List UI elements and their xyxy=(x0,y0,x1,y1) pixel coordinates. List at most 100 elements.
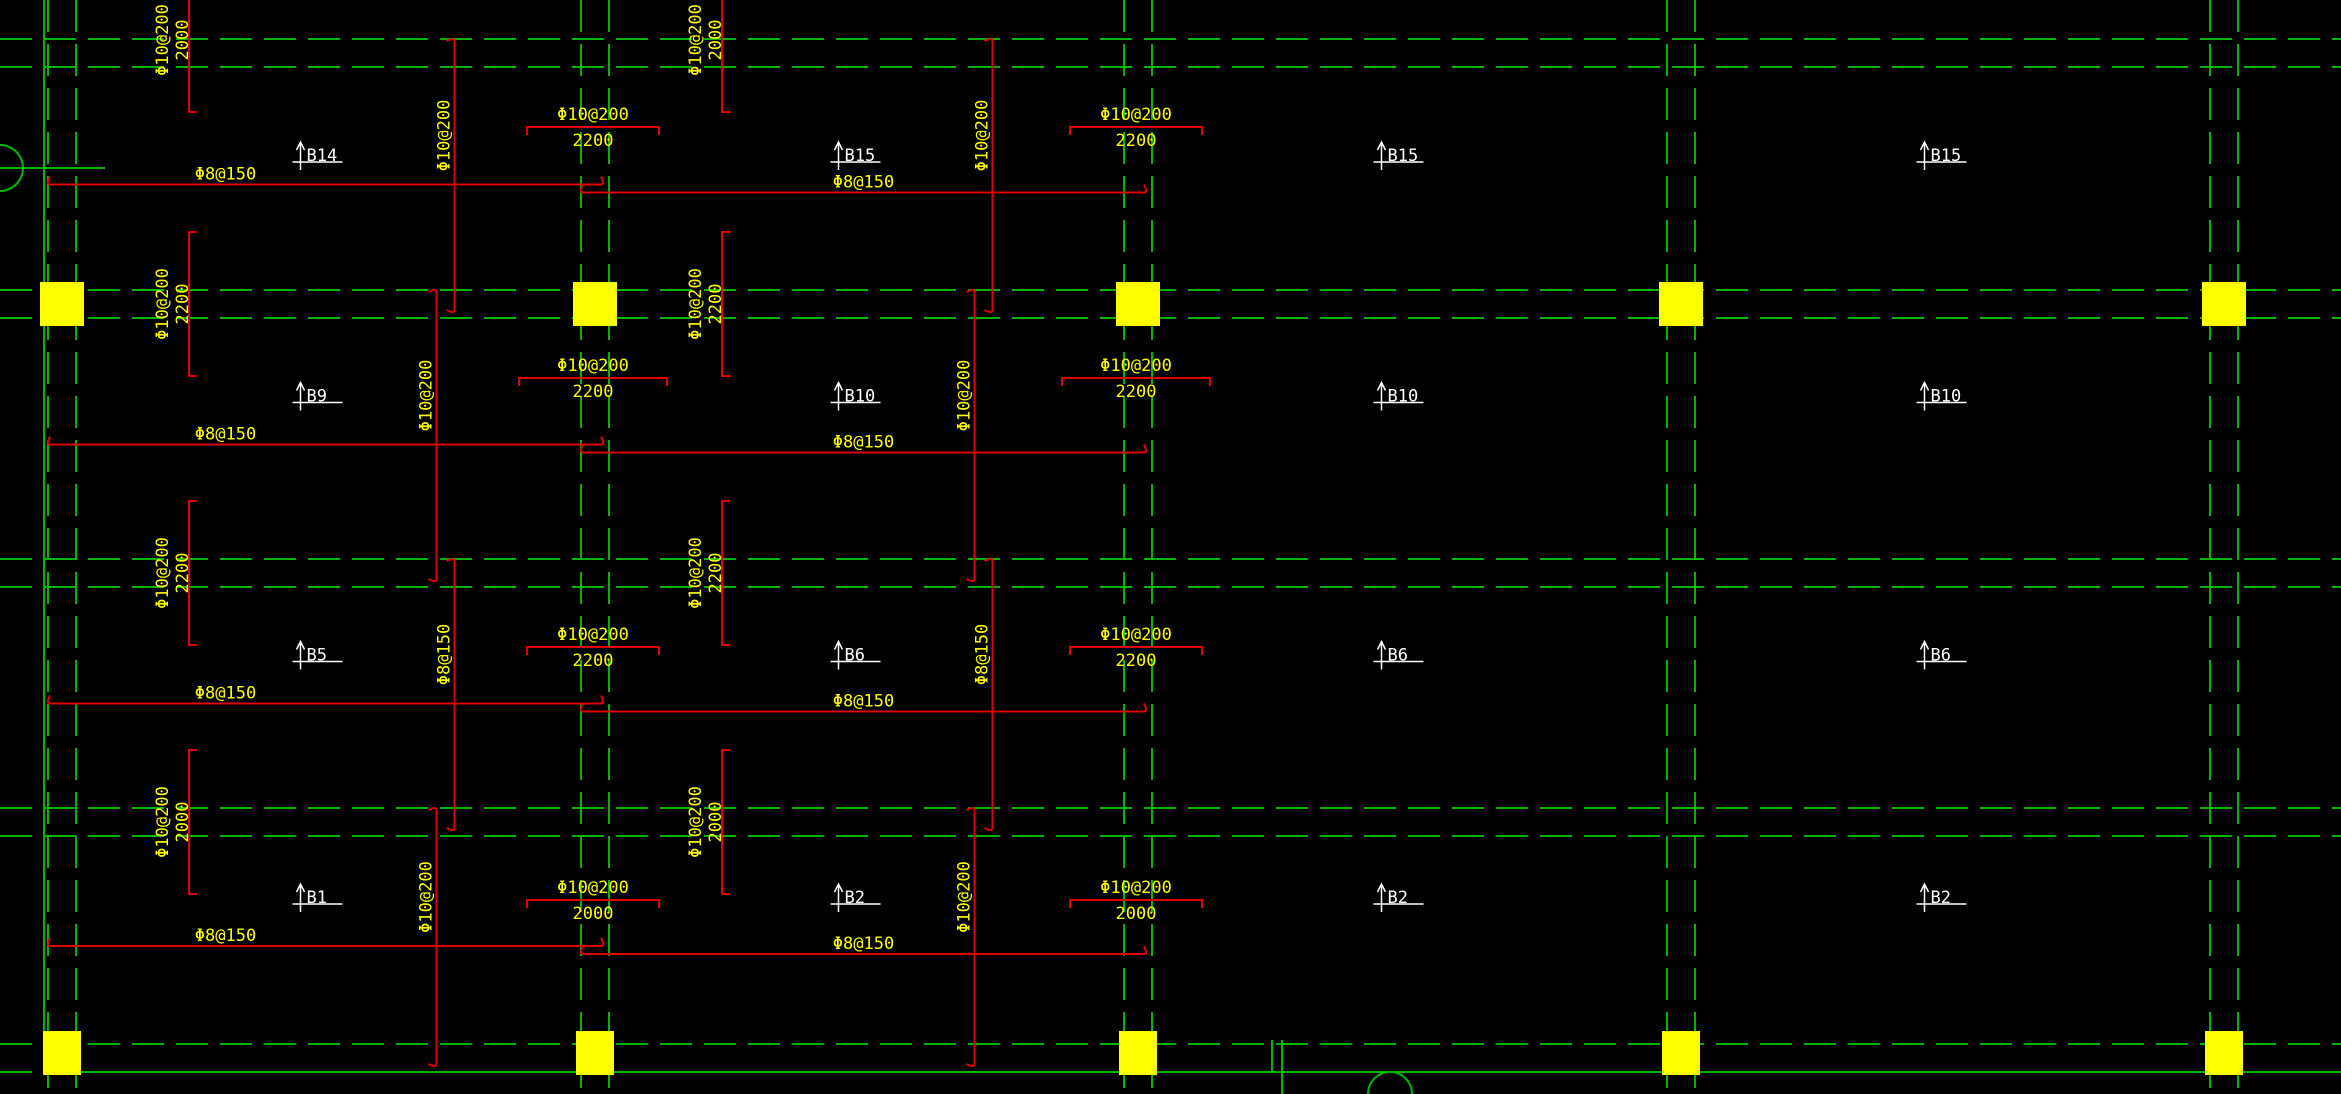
top-support-rebar-y xyxy=(188,0,197,113)
slab-tag-label: B2 xyxy=(1931,888,1951,908)
column-r0-c3 xyxy=(1659,282,1703,326)
slab-tag-label: B5 xyxy=(307,646,327,666)
bottom-rebar-y xyxy=(446,38,456,313)
top-support-spec: Φ10@200 xyxy=(557,878,629,898)
bottom-rebar-x-label: Φ8@150 xyxy=(195,165,256,185)
top-support-rebar-x xyxy=(526,646,660,655)
slab-tag-B15: B15 xyxy=(1373,140,1424,170)
top-support-rebar-y xyxy=(188,500,197,646)
slab-direction-marker-icon xyxy=(1373,380,1424,411)
top-support-length: 2200 xyxy=(706,553,726,594)
top-support-length: 2000 xyxy=(573,904,614,924)
top-support-spec: Φ10@200 xyxy=(557,356,629,376)
bottom-rebar-y-label: Φ10@200 xyxy=(955,861,975,933)
slab-tag-label: B9 xyxy=(307,387,327,407)
slab-tag-B9: B9 xyxy=(292,380,343,411)
top-support-spec: Φ10@200 xyxy=(686,4,706,76)
slab-tag-B2: B2 xyxy=(1916,882,1967,912)
top-support-length: 2200 xyxy=(1116,131,1157,151)
bottom-rebar-y-label: Φ10@200 xyxy=(417,861,437,933)
top-support-rebar-x xyxy=(1061,377,1211,386)
top-support-rebar-y xyxy=(188,231,197,377)
top-support-rebar-y xyxy=(721,231,730,377)
bottom-rebar-x xyxy=(47,436,604,446)
bottom-rebar-y xyxy=(984,38,994,313)
top-support-rebar-y xyxy=(721,500,730,646)
bottom-rebar-x-label: Φ8@150 xyxy=(833,433,894,453)
bottom-rebar-x-label: Φ8@150 xyxy=(833,173,894,193)
top-support-rebar-x xyxy=(526,899,660,908)
slab-tag-B10: B10 xyxy=(1916,380,1967,411)
top-support-length: 2000 xyxy=(173,802,193,843)
top-support-rebar-x xyxy=(1069,899,1203,908)
top-support-spec: Φ10@200 xyxy=(153,4,173,76)
top-support-rebar-y xyxy=(721,0,730,113)
bottom-rebar-y xyxy=(984,558,994,831)
bottom-rebar-x-label: Φ8@150 xyxy=(195,926,256,946)
bottom-rebar-x xyxy=(580,184,1147,194)
top-support-spec: Φ10@200 xyxy=(686,268,706,340)
top-support-length: 2000 xyxy=(706,802,726,843)
slab-tag-B10: B10 xyxy=(1373,380,1424,411)
slab-tag-label: B10 xyxy=(1388,387,1419,407)
top-support-length: 2000 xyxy=(706,20,726,61)
slab-tag-label: B10 xyxy=(845,387,876,407)
slab-tag-B15: B15 xyxy=(830,140,881,170)
slab-tag-B1: B1 xyxy=(292,882,343,912)
top-support-length: 2200 xyxy=(1116,651,1157,671)
slab-tag-B2: B2 xyxy=(830,882,881,912)
slab-tag-label: B15 xyxy=(1388,146,1419,166)
column-r1-c1 xyxy=(576,1031,614,1075)
slab-tag-B14: B14 xyxy=(292,140,343,170)
top-support-rebar-x xyxy=(1069,126,1203,135)
slab-direction-marker-icon xyxy=(1916,639,1967,670)
bottom-rebar-x-label: Φ8@150 xyxy=(195,425,256,445)
slab-tag-label: B6 xyxy=(1931,646,1951,666)
slab-direction-marker-icon xyxy=(1916,140,1967,170)
slab-direction-marker-icon xyxy=(830,380,881,411)
slab-tag-B6: B6 xyxy=(830,639,881,670)
top-support-length: 2200 xyxy=(173,284,193,325)
slab-direction-marker-icon xyxy=(1373,639,1424,670)
slab-direction-marker-icon xyxy=(292,380,343,411)
bottom-rebar-x-label: Φ8@150 xyxy=(833,692,894,712)
slab-tag-label: B1 xyxy=(307,888,327,908)
top-support-spec: Φ10@200 xyxy=(153,268,173,340)
top-support-length: 2000 xyxy=(1116,904,1157,924)
slab-direction-marker-icon xyxy=(830,882,881,912)
bottom-rebar-x xyxy=(580,945,1147,955)
top-support-spec: Φ10@200 xyxy=(1100,105,1172,125)
bottom-rebar-x-label: Φ8@150 xyxy=(195,684,256,704)
bottom-rebar-y xyxy=(966,807,976,1067)
column-r1-c4 xyxy=(2205,1031,2243,1075)
slab-tag-B10: B10 xyxy=(830,380,881,411)
top-support-length: 2200 xyxy=(573,651,614,671)
top-support-spec: Φ10@200 xyxy=(1100,878,1172,898)
column-r1-c3 xyxy=(1662,1031,1700,1075)
top-support-rebar-x xyxy=(526,126,660,135)
bottom-rebar-x xyxy=(580,703,1147,713)
column-r0-c2 xyxy=(1116,282,1160,326)
slab-tag-label: B2 xyxy=(845,888,865,908)
slab-tag-label: B6 xyxy=(845,646,865,666)
top-support-length: 2200 xyxy=(706,284,726,325)
top-support-length: 2000 xyxy=(173,20,193,61)
column-r1-c2 xyxy=(1119,1031,1157,1075)
slab-tag-label: B15 xyxy=(845,146,876,166)
bottom-rebar-y-label: Φ8@150 xyxy=(435,624,455,685)
slab-tag-label: B14 xyxy=(307,146,338,166)
slab-direction-marker-icon xyxy=(292,639,343,670)
slab-direction-marker-icon xyxy=(292,140,343,170)
top-support-rebar-y xyxy=(188,749,197,895)
top-support-spec: Φ10@200 xyxy=(686,537,706,609)
top-support-spec: Φ10@200 xyxy=(1100,356,1172,376)
top-support-length: 2200 xyxy=(573,131,614,151)
top-support-rebar-y xyxy=(721,749,730,895)
slab-tag-B15: B15 xyxy=(1916,140,1967,170)
top-support-length: 2200 xyxy=(1116,382,1157,402)
bottom-rebar-y xyxy=(428,807,438,1067)
